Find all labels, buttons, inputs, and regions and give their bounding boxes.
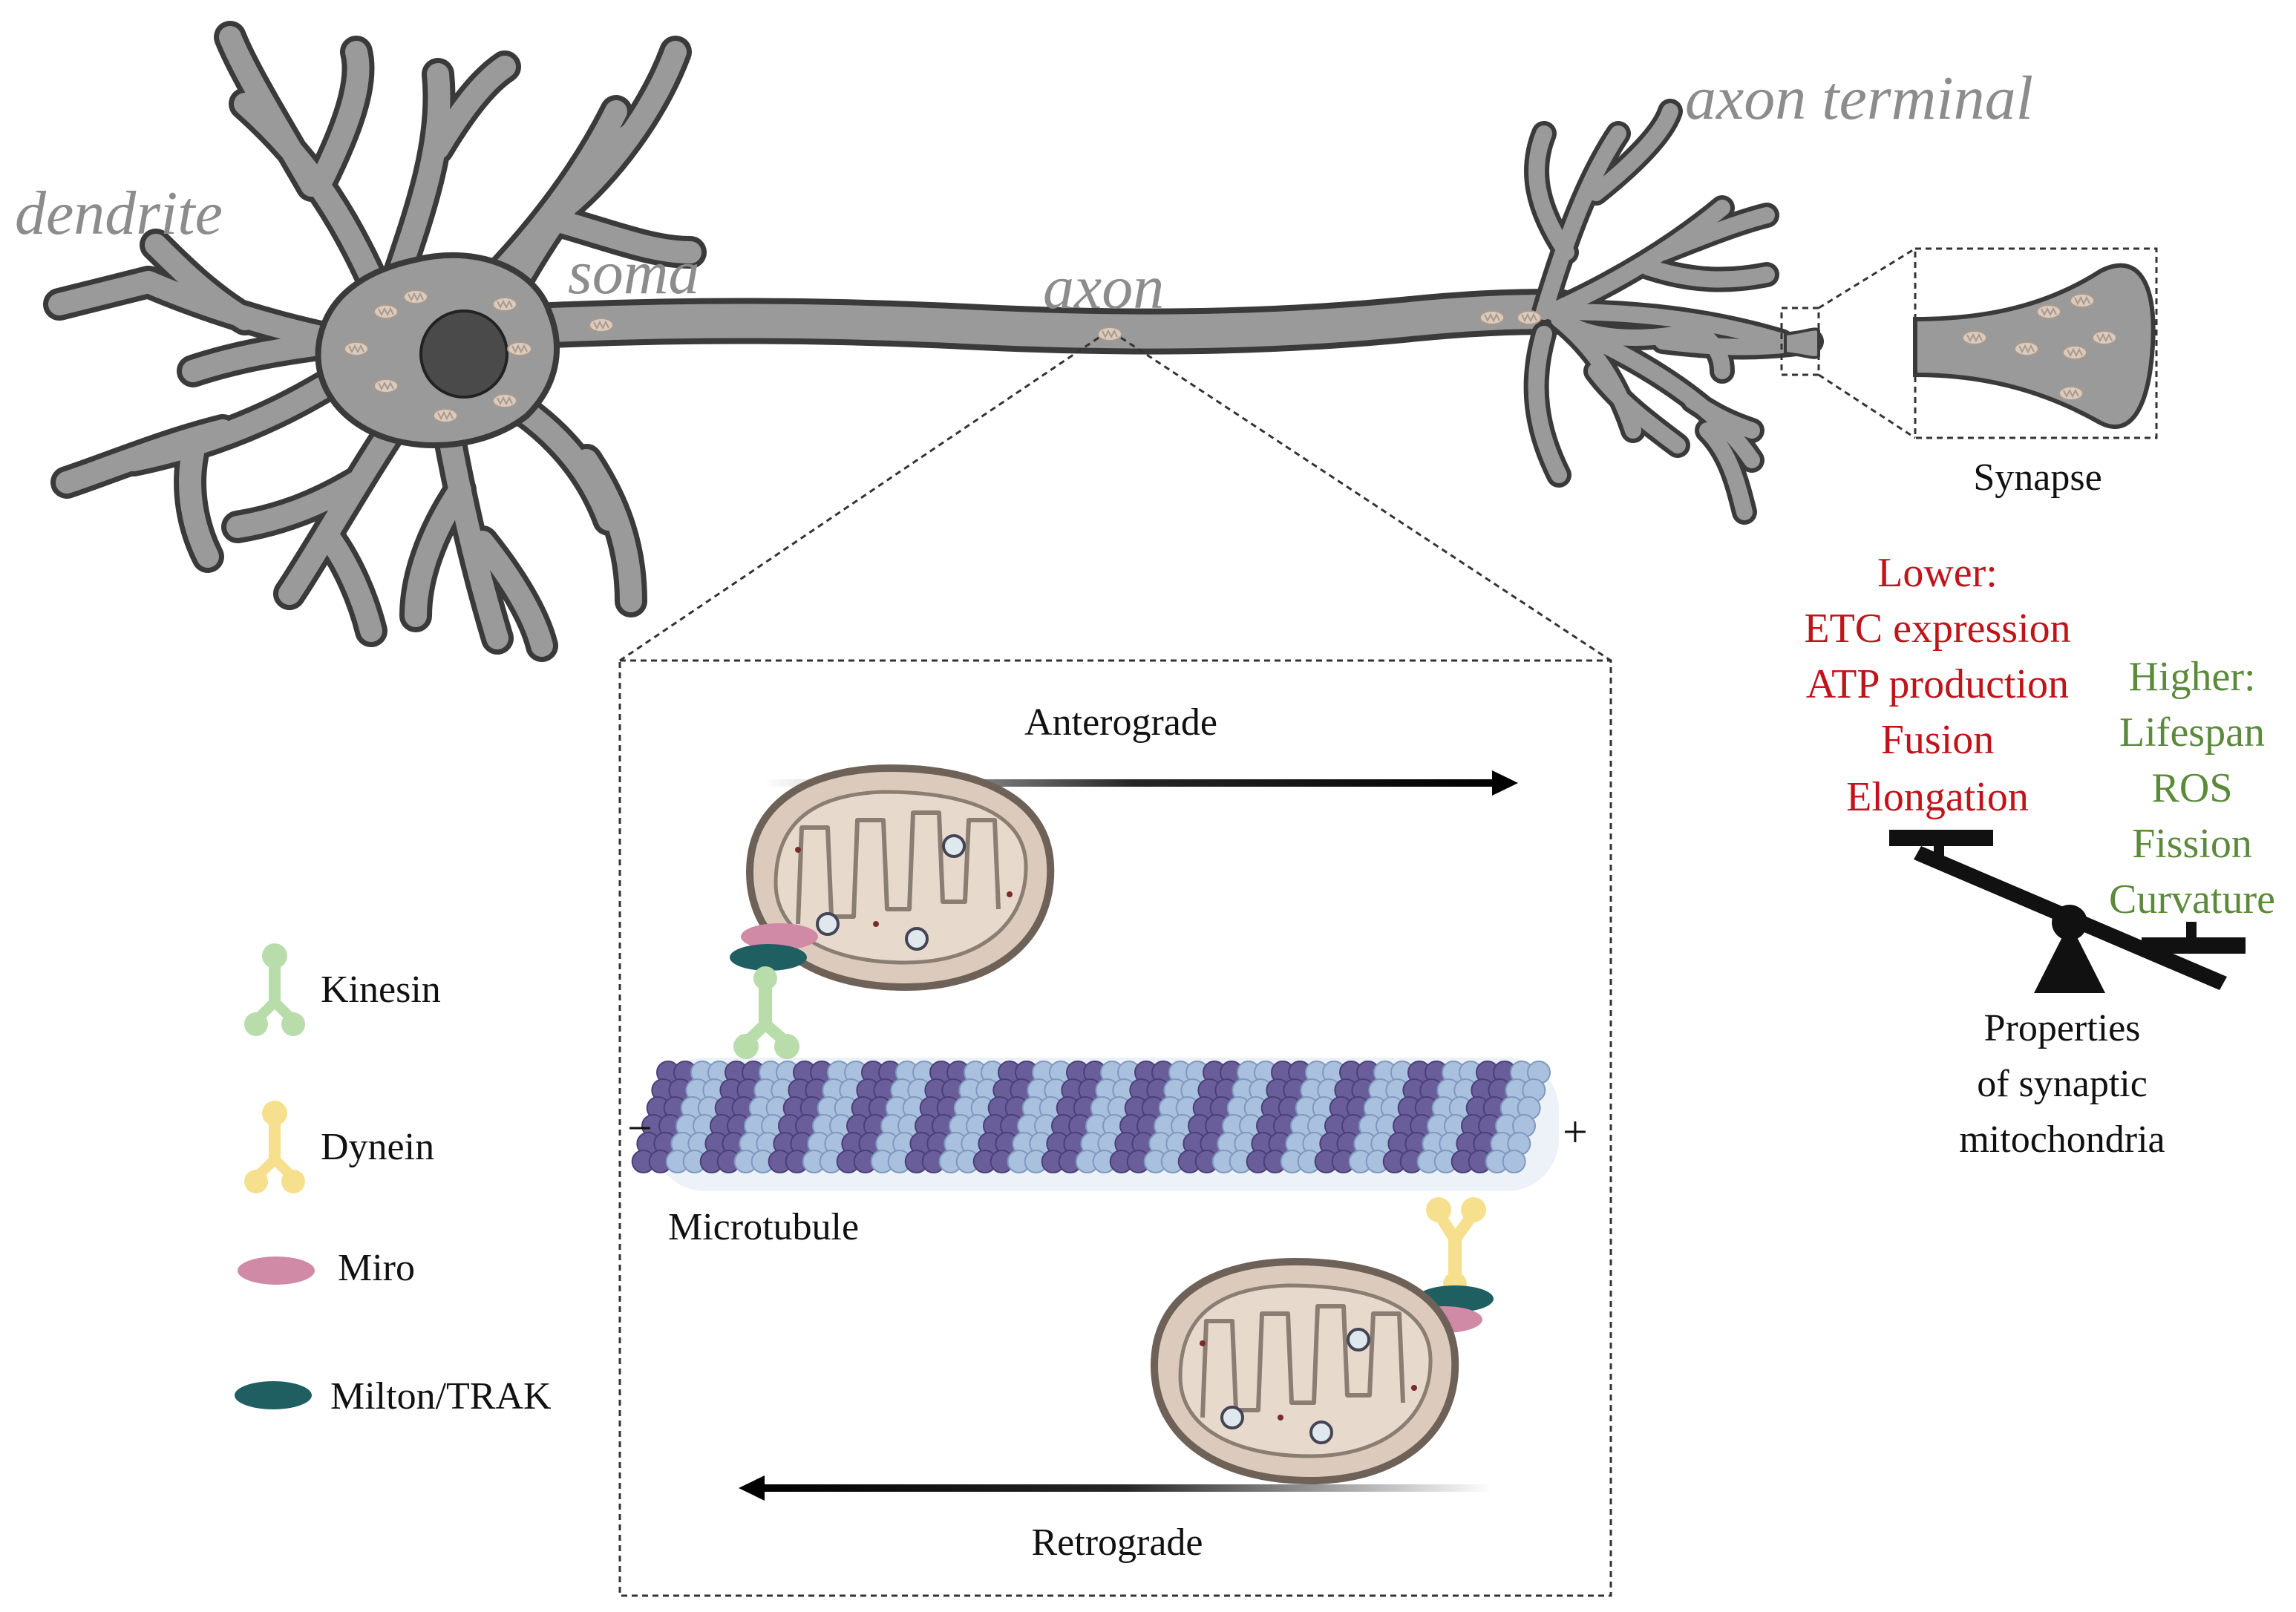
arrow-left-icon: [739, 1475, 1492, 1501]
terminal-bouton: [1784, 327, 1820, 359]
legend: Kinesin Dynein Miro Milton/TRAK: [235, 943, 552, 1418]
soma-label: soma: [568, 238, 699, 307]
axon-shaft: [497, 289, 1582, 355]
legend-dynein-label: Dynein: [321, 1126, 434, 1168]
dynein-icon: [244, 1101, 305, 1193]
higher-title: Higher:: [2128, 654, 2255, 700]
tubulin-bead: [1502, 1150, 1526, 1173]
higher-item-1: Lifespan: [2119, 710, 2265, 756]
legend-miro-label: Miro: [338, 1247, 415, 1289]
microtubule: [631, 1058, 1559, 1191]
lower-item-4: Elongation: [1846, 774, 2029, 820]
axon-terminal-label: axon terminal: [1685, 64, 2033, 133]
kinesin-icon: [244, 943, 305, 1036]
nucleus: [419, 309, 508, 399]
higher-item-2: ROS: [2152, 765, 2233, 811]
axon-label: axon: [1043, 253, 1164, 322]
milton-adaptor: [730, 944, 807, 971]
synapse-label: Synapse: [1973, 456, 2102, 499]
milton-trak-icon: [235, 1381, 312, 1409]
lower-item-1: ETC expression: [1804, 606, 2070, 652]
synapse-zoom: Synapse: [1780, 247, 2158, 499]
properties-panel: Lower: ETC expression ATP production Fus…: [1804, 550, 2275, 1161]
mitochondrion-retro: [1154, 1262, 1455, 1481]
retrograde-label: Retrograde: [1031, 1521, 1203, 1564]
properties-caption-line1: Properties: [1984, 1007, 2141, 1049]
miro-icon: [238, 1256, 315, 1285]
dendrite-label: dendrite: [15, 179, 223, 248]
region-labels: dendrite soma axon axon terminal: [15, 64, 2033, 322]
anterograde-label: Anterograde: [1024, 701, 1217, 744]
plus-end-label: +: [1563, 1107, 1588, 1156]
axon-terminal-branches: [1523, 99, 1824, 525]
kinesin-motor: [730, 923, 818, 1059]
lower-title: Lower:: [1877, 550, 1998, 596]
higher-item-4: Curvature: [2109, 877, 2275, 923]
microtubule-label: Microtubule: [668, 1206, 859, 1248]
lower-item-2: ATP production: [1806, 661, 2069, 707]
properties-caption-line2: of synaptic: [1977, 1063, 2148, 1105]
transport-inset: Anterograde − + Microtubule: [618, 336, 1612, 1597]
neuron: [43, 21, 1824, 662]
properties-caption-line3: mitochondria: [1959, 1118, 2165, 1161]
arrow-right-icon: [765, 770, 1518, 796]
minus-end-label: −: [627, 1104, 653, 1153]
seesaw-scale-icon: [1889, 830, 2246, 993]
lower-item-3: Fusion: [1881, 717, 1995, 763]
synapse-box: [1914, 247, 2158, 439]
inset-box: [618, 659, 1612, 1597]
legend-milton-label: Milton/TRAK: [330, 1375, 552, 1418]
higher-item-3: Fission: [2132, 821, 2252, 867]
legend-kinesin-label: Kinesin: [321, 969, 441, 1011]
miro-adaptor: [741, 923, 818, 950]
